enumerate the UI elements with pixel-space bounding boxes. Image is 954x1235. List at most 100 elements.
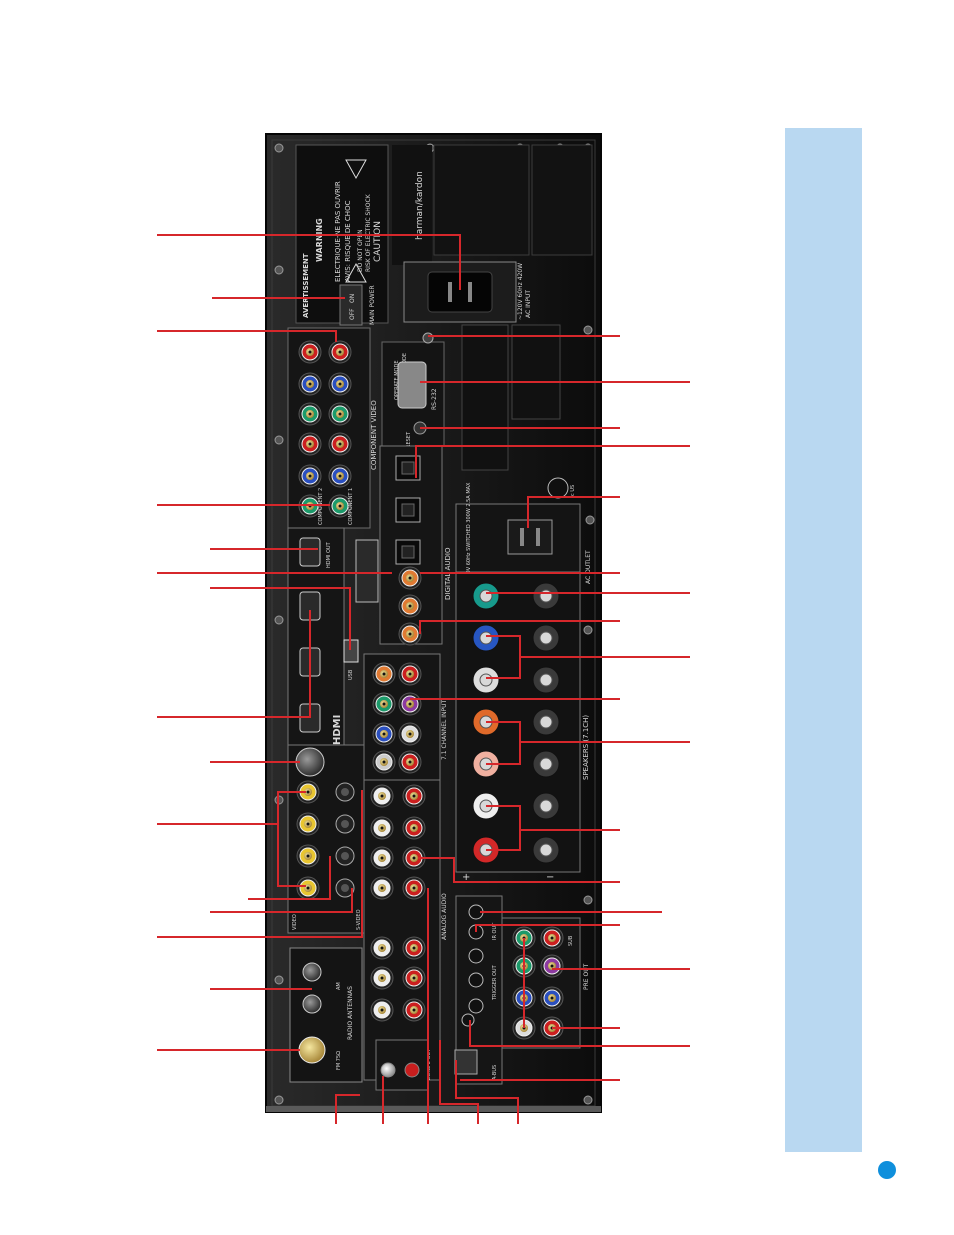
- analog-right-0-pin: [412, 794, 416, 798]
- component-jack-1-2[interactable]: [328, 402, 352, 426]
- component-jack-1-5[interactable]: [328, 494, 352, 518]
- speaker-negative-1[interactable]: [532, 624, 560, 652]
- coaxial-input-1[interactable]: [398, 566, 422, 590]
- analog-right-0[interactable]: [402, 784, 426, 808]
- component-jack-1-1[interactable]: [328, 372, 352, 396]
- composite-video-jack-3[interactable]: [296, 876, 320, 900]
- channel-input-jack-3-pin: [408, 702, 412, 706]
- rs232-port[interactable]: [397, 361, 427, 409]
- svideo-jack-1[interactable]: [335, 814, 355, 834]
- radio-antennas-section: AM FM 75Ω RADIO ANTENNAS: [289, 947, 363, 1083]
- channel-input-jack-4[interactable]: [372, 722, 396, 746]
- analog-right-4[interactable]: [402, 936, 426, 960]
- analog-right-5[interactable]: [402, 966, 426, 990]
- svideo-jack-2[interactable]: [335, 846, 355, 866]
- mode-switch[interactable]: [422, 332, 434, 344]
- analog-left-4-pin: [380, 946, 384, 950]
- pre-out-jack-1[interactable]: [540, 926, 564, 950]
- analog-left-2-pin: [380, 856, 384, 860]
- component-jack-0-3[interactable]: [298, 432, 322, 456]
- am-ground-terminal[interactable]: [302, 994, 322, 1014]
- composite-video-jack-0[interactable]: [296, 780, 320, 804]
- network-port[interactable]: [454, 1049, 478, 1075]
- optical-input-3[interactable]: [395, 539, 421, 565]
- svideo-port[interactable]: [295, 747, 325, 777]
- speaker-negative-2[interactable]: [532, 666, 560, 694]
- svideo-jack-3[interactable]: [335, 878, 355, 898]
- speaker-positive-2[interactable]: [472, 666, 500, 694]
- control-jack-2[interactable]: [468, 948, 484, 964]
- pre-out-jack-3[interactable]: [540, 954, 564, 978]
- component-jack-1-0[interactable]: [328, 340, 352, 364]
- speaker-positive-2-hole: [479, 673, 493, 687]
- analog-right-1[interactable]: [402, 816, 426, 840]
- analog-right-5-pin: [412, 976, 416, 980]
- analog-left-6[interactable]: [370, 998, 394, 1022]
- fm-label: FM 75Ω: [336, 1051, 342, 1070]
- callout-line-8: [157, 610, 311, 718]
- component-jack-0-1-pin: [308, 382, 312, 386]
- channel-input-jack-0[interactable]: [372, 662, 396, 686]
- pre-out-jack-5[interactable]: [540, 986, 564, 1010]
- fm-antenna-connector[interactable]: [298, 1036, 326, 1064]
- analog-left-2[interactable]: [370, 846, 394, 870]
- speaker-negative-4[interactable]: [532, 750, 560, 778]
- coaxial-input-2[interactable]: [398, 594, 422, 618]
- coaxial-input-3[interactable]: [398, 622, 422, 646]
- analog-right-3[interactable]: [402, 876, 426, 900]
- component-jack-0-4[interactable]: [298, 464, 322, 488]
- am-antenna-terminal[interactable]: [302, 962, 322, 982]
- channel-input-jack-3[interactable]: [398, 692, 422, 716]
- speaker-positive-1[interactable]: [472, 624, 500, 652]
- operate-mode-label: OPERATE MODE: [394, 361, 400, 400]
- channel-input-jack-5[interactable]: [398, 722, 422, 746]
- analog-right-2[interactable]: [402, 846, 426, 870]
- component-jack-0-1[interactable]: [298, 372, 322, 396]
- minus-sign: −: [546, 872, 554, 883]
- zone2-out-right-jack[interactable]: [404, 1062, 420, 1078]
- channel-input-jack-6[interactable]: [372, 750, 396, 774]
- composite-video-jack-1[interactable]: [296, 812, 320, 836]
- caution-line-2: RISK OF ELECTRIC SHOCK: [365, 193, 372, 272]
- bus-jack[interactable]: [461, 1013, 475, 1027]
- composite-video-jack-2[interactable]: [296, 844, 320, 868]
- analog-right-6[interactable]: [402, 998, 426, 1022]
- callout-line-24: [419, 620, 620, 634]
- speaker-positive-0[interactable]: [472, 582, 500, 610]
- control-jack-3[interactable]: [468, 972, 484, 988]
- speaker-negative-3[interactable]: [532, 708, 560, 736]
- component-jack-1-4[interactable]: [328, 464, 352, 488]
- main-power-label: MAIN POWER: [369, 285, 376, 325]
- channel-input-jack-7[interactable]: [398, 750, 422, 774]
- svideo-label: S-VIDEO: [356, 909, 362, 930]
- digital-audio-section: DIGITAL AUDIO: [379, 445, 452, 646]
- callout-line-32: [418, 857, 620, 883]
- component-jack-0-0[interactable]: [298, 340, 322, 364]
- zone2-out-left-jack[interactable]: [380, 1062, 396, 1078]
- component-jack-1-3[interactable]: [328, 432, 352, 456]
- svideo-jack-0[interactable]: [335, 782, 355, 802]
- component-jack-0-2[interactable]: [298, 402, 322, 426]
- speaker-negative-0[interactable]: [532, 582, 560, 610]
- analog-left-0[interactable]: [370, 784, 394, 808]
- analog-left-4[interactable]: [370, 936, 394, 960]
- channel-input-jack-1[interactable]: [398, 662, 422, 686]
- main-power-switch[interactable]: ON OFF MAIN POWER: [339, 284, 376, 326]
- bus-port[interactable]: [355, 539, 379, 603]
- analog-left-3[interactable]: [370, 876, 394, 900]
- component-jack-1-4-pin: [338, 474, 342, 478]
- analog-left-5[interactable]: [370, 966, 394, 990]
- speaker-negative-6[interactable]: [532, 836, 560, 864]
- avis-line-2: ELECTRIQUE-NE PAS OUVRIR: [334, 181, 342, 282]
- hdmi-out-port[interactable]: [299, 537, 321, 567]
- channel-input-jack-2[interactable]: [372, 692, 396, 716]
- ac-input-socket[interactable]: AC INPUT ~120V 60Hz 420W: [403, 261, 532, 323]
- control-jack-4[interactable]: [468, 998, 484, 1014]
- speaker-negative-5[interactable]: [532, 792, 560, 820]
- channel-input-label: 7.1 CHANNEL INPUT: [441, 699, 448, 760]
- optical-input-2[interactable]: [395, 497, 421, 523]
- screw-1: [274, 265, 284, 275]
- analog-left-1[interactable]: [370, 816, 394, 840]
- plus-sign: +: [462, 872, 470, 883]
